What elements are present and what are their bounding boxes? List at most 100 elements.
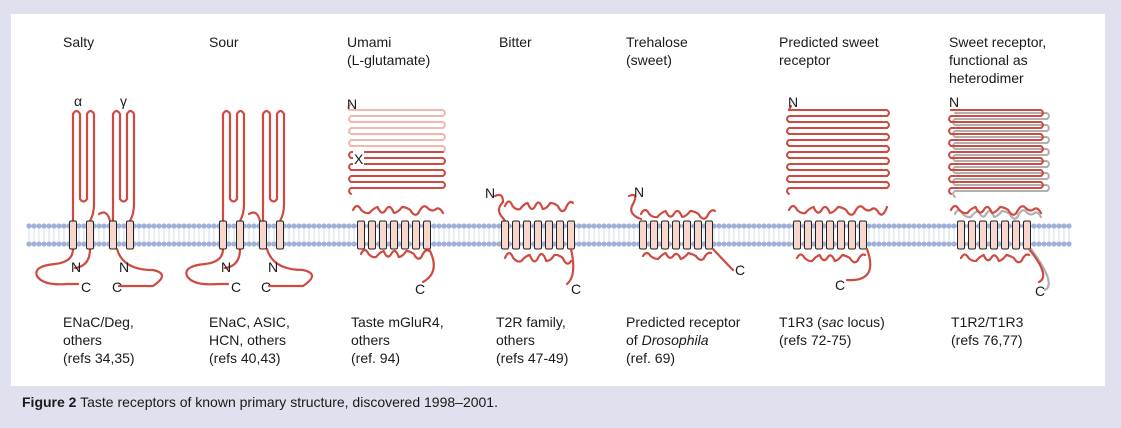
trehalose-tm3 [661,220,669,250]
t1r3-flytrap-row-13 [786,187,888,195]
bitter-tm5 [545,220,553,250]
bitter-c-terminus: C [571,281,582,297]
heterodimer-tm1 [957,220,965,250]
salty-c-terminus-a: C [81,279,92,295]
salty-n-terminus-a: N [71,259,82,275]
heterodimer-flytrap-row-13 [948,187,1042,195]
bitter-tm7 [567,220,575,250]
trehalose-tm2 [650,220,658,250]
trehalose-tm6 [694,220,702,250]
bitter-n-terminus: N [485,185,496,201]
heterodimer-tm4 [990,220,998,250]
trehalose-c-terminus: C [735,262,746,278]
sour-title: Sour [209,34,239,50]
bitter-extracellular-loops [503,200,575,213]
t1r3-tm6 [848,220,856,250]
umami-tm6 [412,220,420,250]
trehalose-tm5 [683,220,691,250]
trehalose-family: Predicted receptor of Drosophila (ref. 6… [626,314,741,366]
bitter-tm3 [523,220,531,250]
bitter-tm6 [556,220,564,250]
sour-c-terminus-b: C [261,279,272,295]
salty-gamma-subunit-tail [115,247,164,288]
umami-flytrap-row-13 [348,187,444,195]
trehalose-tm4 [672,220,680,250]
heterodimer-extracellular-loops [949,204,1043,216]
salty-gamma-subunit-tm2 [126,220,134,250]
sour-n-terminus-a: N [221,259,232,275]
trehalose-c-tail [711,247,735,272]
heterodimer-family: T1R2/T1R3(refs 76,77) [951,314,1024,348]
heterodimer-tm5 [1001,220,1009,250]
sour-subunit-b-extracellular-loops [261,109,286,223]
sour-subunit-b-tail [265,247,314,288]
bitter-title: Bitter [499,34,532,50]
salty-c-terminus-b: C [112,279,123,295]
t1r3-intracellular-loops [795,253,867,264]
t1r3-tm3 [815,220,823,250]
trehalose-extracellular-loops [639,208,717,220]
figure-panel: Salty α γ N C N C ENaC/Deg,others(refs 3… [11,14,1105,386]
t1r3-extracellular-loops [787,204,889,216]
heterodimer-tm6 [1012,220,1020,250]
sour-subunit-a-tm2 [236,220,244,250]
bitter-family: T2R family,others(refs 47-49) [496,314,569,366]
sour-subunit-a-c-tail [223,247,242,270]
sour-subunit-b-link [247,211,262,223]
heterodimer-c-tail [1027,247,1045,284]
umami-tm3 [379,220,387,250]
sour-subunit-a-extracellular-loops [221,109,246,223]
umami-x-marker: X [353,150,365,168]
t1r3-family: T1R3 (sac locus) (refs 72-75) [779,314,885,348]
t1r3-tm2 [804,220,812,250]
umami-title: Umami(L-glutamate) [347,34,431,68]
trehalose-title: Trehalose(sweet) [626,34,688,68]
umami-family: Taste mGluR4,others(ref. 94) [351,314,444,366]
sour-n-terminus-b: N [268,259,279,275]
t1r3-c-tail [845,247,872,282]
t1r3-tm1 [793,220,801,250]
t1r3-c-terminus: C [835,277,846,293]
sour-subunit-a-n-tail [185,247,230,286]
bitter-n-tail [493,193,507,223]
salty-alpha-subunit-n-tail [35,247,80,286]
umami-tm1 [357,220,365,250]
salty-family: ENaC/Deg,others(refs 34,35) [63,314,135,366]
t1r3-n-terminus: N [788,94,799,110]
salty-gamma-subunit-link [97,211,112,223]
taste-receptor-diagram [26,102,1072,292]
t1r3-tm4 [826,220,834,250]
bitter-intracellular-loops [503,251,573,265]
salty-gamma-subunit-extracellular-loops [111,109,136,223]
trehalose-n-terminus: N [634,184,645,200]
heterodimer-tm3 [979,220,987,250]
t1r2-partner-loops [953,208,1043,220]
heterodimer-tm7 [1023,220,1031,250]
salty-n-terminus-b: N [119,259,130,275]
sour-c-terminus-a: C [231,279,242,295]
sour-family: ENaC, ASIC,HCN, others(refs 40,43) [209,314,290,366]
trehalose-tm7 [705,220,713,250]
bitter-c-tail [565,247,575,286]
gamma-subunit-label: γ [120,93,127,109]
salty-gamma-subunit-tm1 [109,220,117,250]
sour-subunit-b-tm2 [276,220,284,250]
bitter-tm1 [501,220,509,250]
umami-tm7 [423,220,431,250]
sour-subunit-b-tm1 [259,220,267,250]
umami-c-terminus: C [415,281,426,297]
umami-n-terminus: N [347,96,358,112]
umami-extracellular-loops [351,204,445,216]
sour-subunit-a-tm1 [219,220,227,250]
umami-tm4 [390,220,398,250]
t1r3-tm7 [859,220,867,250]
salty-alpha-subunit-tm1 [69,220,77,250]
figure-caption: Figure 2 Taste receptors of known primar… [22,394,498,410]
bitter-tm2 [512,220,520,250]
t1r3-n-end [787,104,793,112]
t1r3-tm5 [837,220,845,250]
umami-tm2 [368,220,376,250]
heterodimer-n-terminus: N [949,94,960,110]
